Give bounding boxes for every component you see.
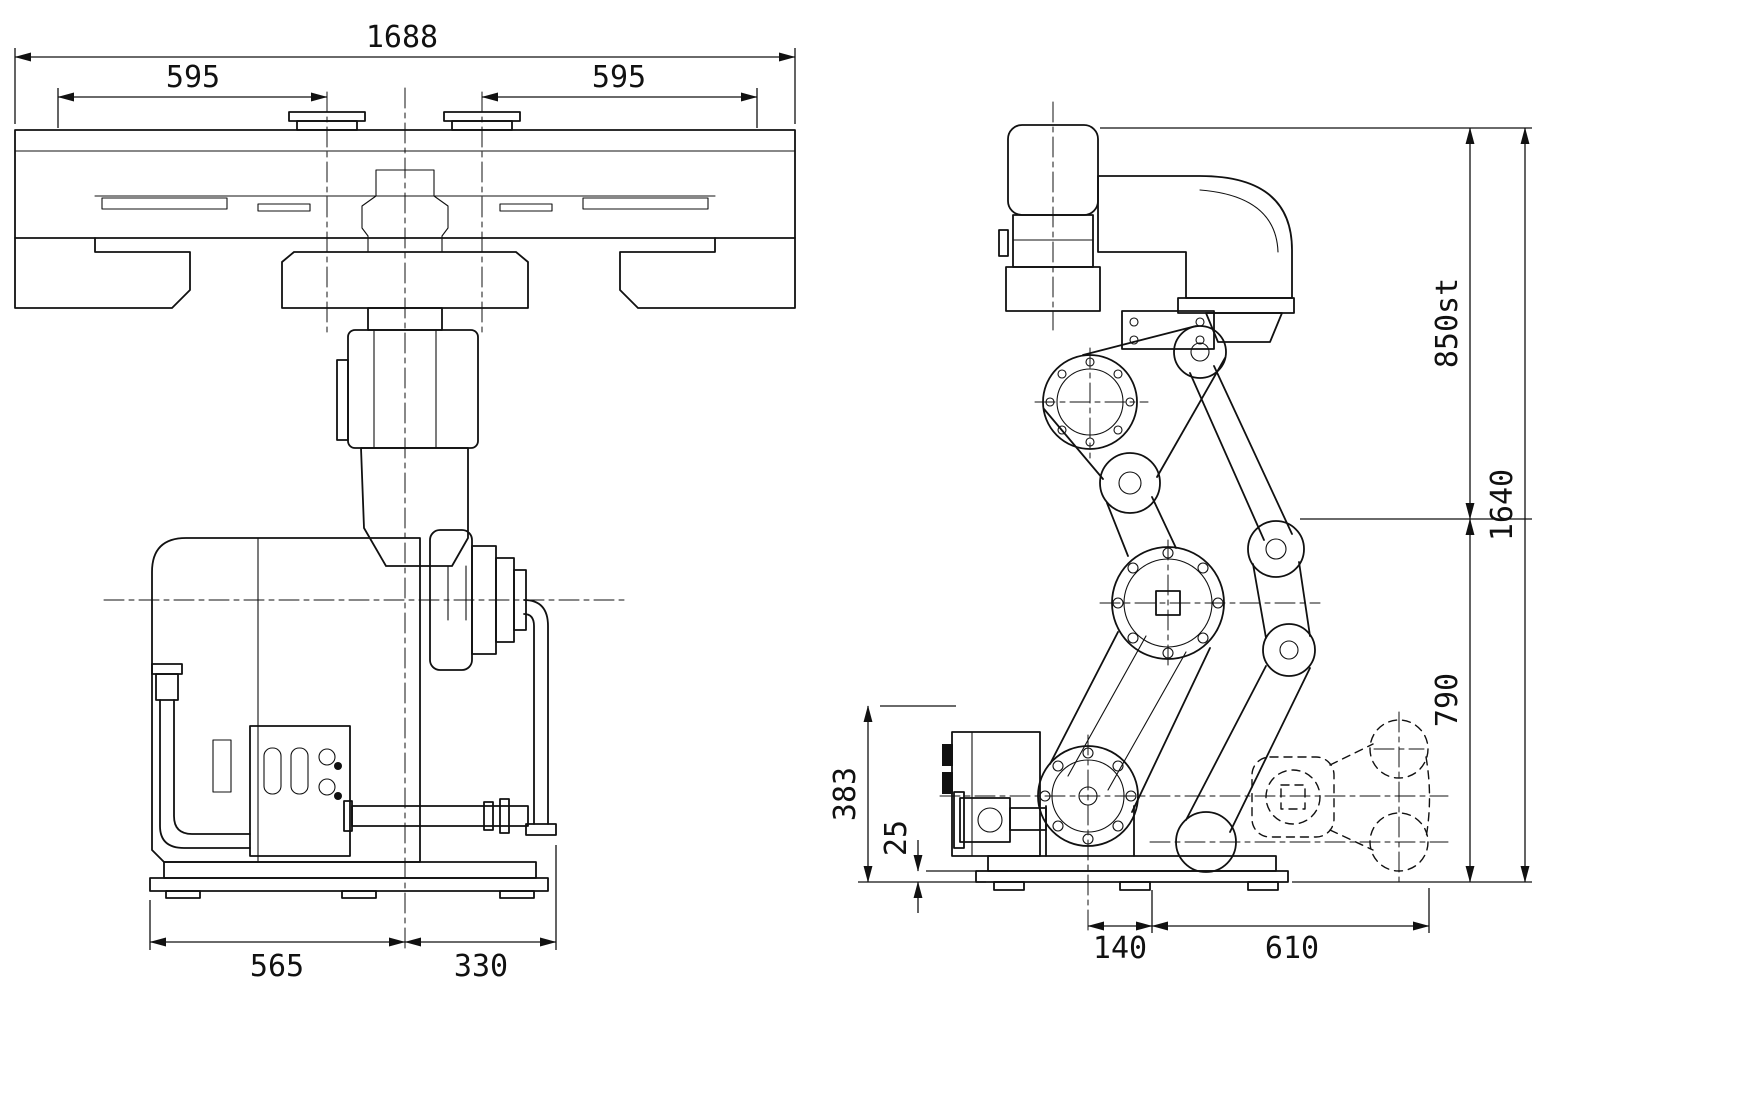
dim-phantom-reach: 610 xyxy=(1151,888,1430,966)
dim-label-phantom-reach: 610 xyxy=(1265,931,1319,966)
side-slide-block xyxy=(998,124,1101,312)
dim-top-left-span: 595 xyxy=(57,60,328,128)
dim-label-plate-thickness: 25 xyxy=(879,820,914,856)
dim-label-top-right-span: 595 xyxy=(592,60,646,95)
dim-top-right-span: 595 xyxy=(481,60,758,128)
dim-base-left-span: 565 xyxy=(149,900,406,984)
dim-label-lower-height: 790 xyxy=(1430,673,1465,727)
dim-overall-width: 1688 xyxy=(14,20,796,124)
panel-indicator-lamp xyxy=(334,792,342,800)
side-base xyxy=(975,855,1289,891)
dim-label-stroke: 850st xyxy=(1430,278,1465,368)
dim-label-foot-offset: 140 xyxy=(1093,931,1147,966)
dim-stroke: 850st xyxy=(1430,127,1475,520)
side-phantom-arm xyxy=(1251,719,1431,872)
front-left-pipe xyxy=(151,663,251,849)
dim-base-right-span: 330 xyxy=(404,845,557,984)
panel-slot-button xyxy=(263,747,282,795)
side-top-arm xyxy=(1097,175,1295,350)
dim-plate-thickness: 25 xyxy=(879,820,1008,913)
dim-base-height: 383 xyxy=(828,705,986,883)
dim-label-overall-width: 1688 xyxy=(366,20,438,55)
front-housing xyxy=(151,529,527,863)
side-centerlines xyxy=(939,101,1449,934)
front-column xyxy=(336,307,479,621)
front-right-pipe xyxy=(343,599,557,836)
side-view xyxy=(939,101,1449,934)
front-base xyxy=(149,861,549,899)
dim-label-overall-height: 1640 xyxy=(1485,469,1520,541)
dim-lower-height: 790 xyxy=(1430,518,1475,883)
dim-label-base-right-span: 330 xyxy=(454,949,508,984)
side-linkage xyxy=(1037,325,1316,873)
dim-foot-offset: 140 xyxy=(1087,890,1153,966)
dim-label-top-left-span: 595 xyxy=(166,60,220,95)
dim-label-base-left-span: 565 xyxy=(250,949,304,984)
front-control-panel xyxy=(249,725,351,857)
dim-overall-height: 1640 xyxy=(1485,127,1530,883)
panel-indicator-lamp xyxy=(318,748,336,766)
dim-label-base-height: 383 xyxy=(828,767,863,821)
front-view xyxy=(14,87,796,951)
dimensions: 1688 595 595 565 330 xyxy=(14,20,1532,984)
panel-slot-button xyxy=(290,747,309,795)
front-centerlines xyxy=(103,87,629,951)
panel-indicator-lamp xyxy=(318,778,336,796)
panel-indicator-lamp xyxy=(334,762,342,770)
